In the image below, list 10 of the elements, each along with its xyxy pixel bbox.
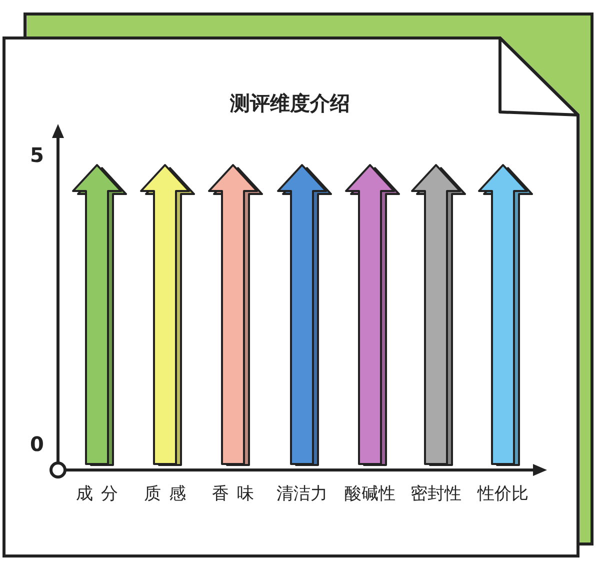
category-label: 质感: [143, 483, 195, 505]
axis-value-label: 0: [30, 432, 44, 456]
category-label: 酸碱性: [344, 483, 396, 505]
category-label: 密封性: [410, 483, 462, 505]
chart-title: 测评维度介绍: [228, 90, 351, 117]
category-label: 清洁力: [276, 483, 328, 505]
category-label: 性价比: [476, 483, 530, 505]
category-label: 成分: [75, 483, 127, 505]
category-label: 香味: [211, 483, 263, 505]
axis-value-label: 5: [30, 143, 44, 167]
